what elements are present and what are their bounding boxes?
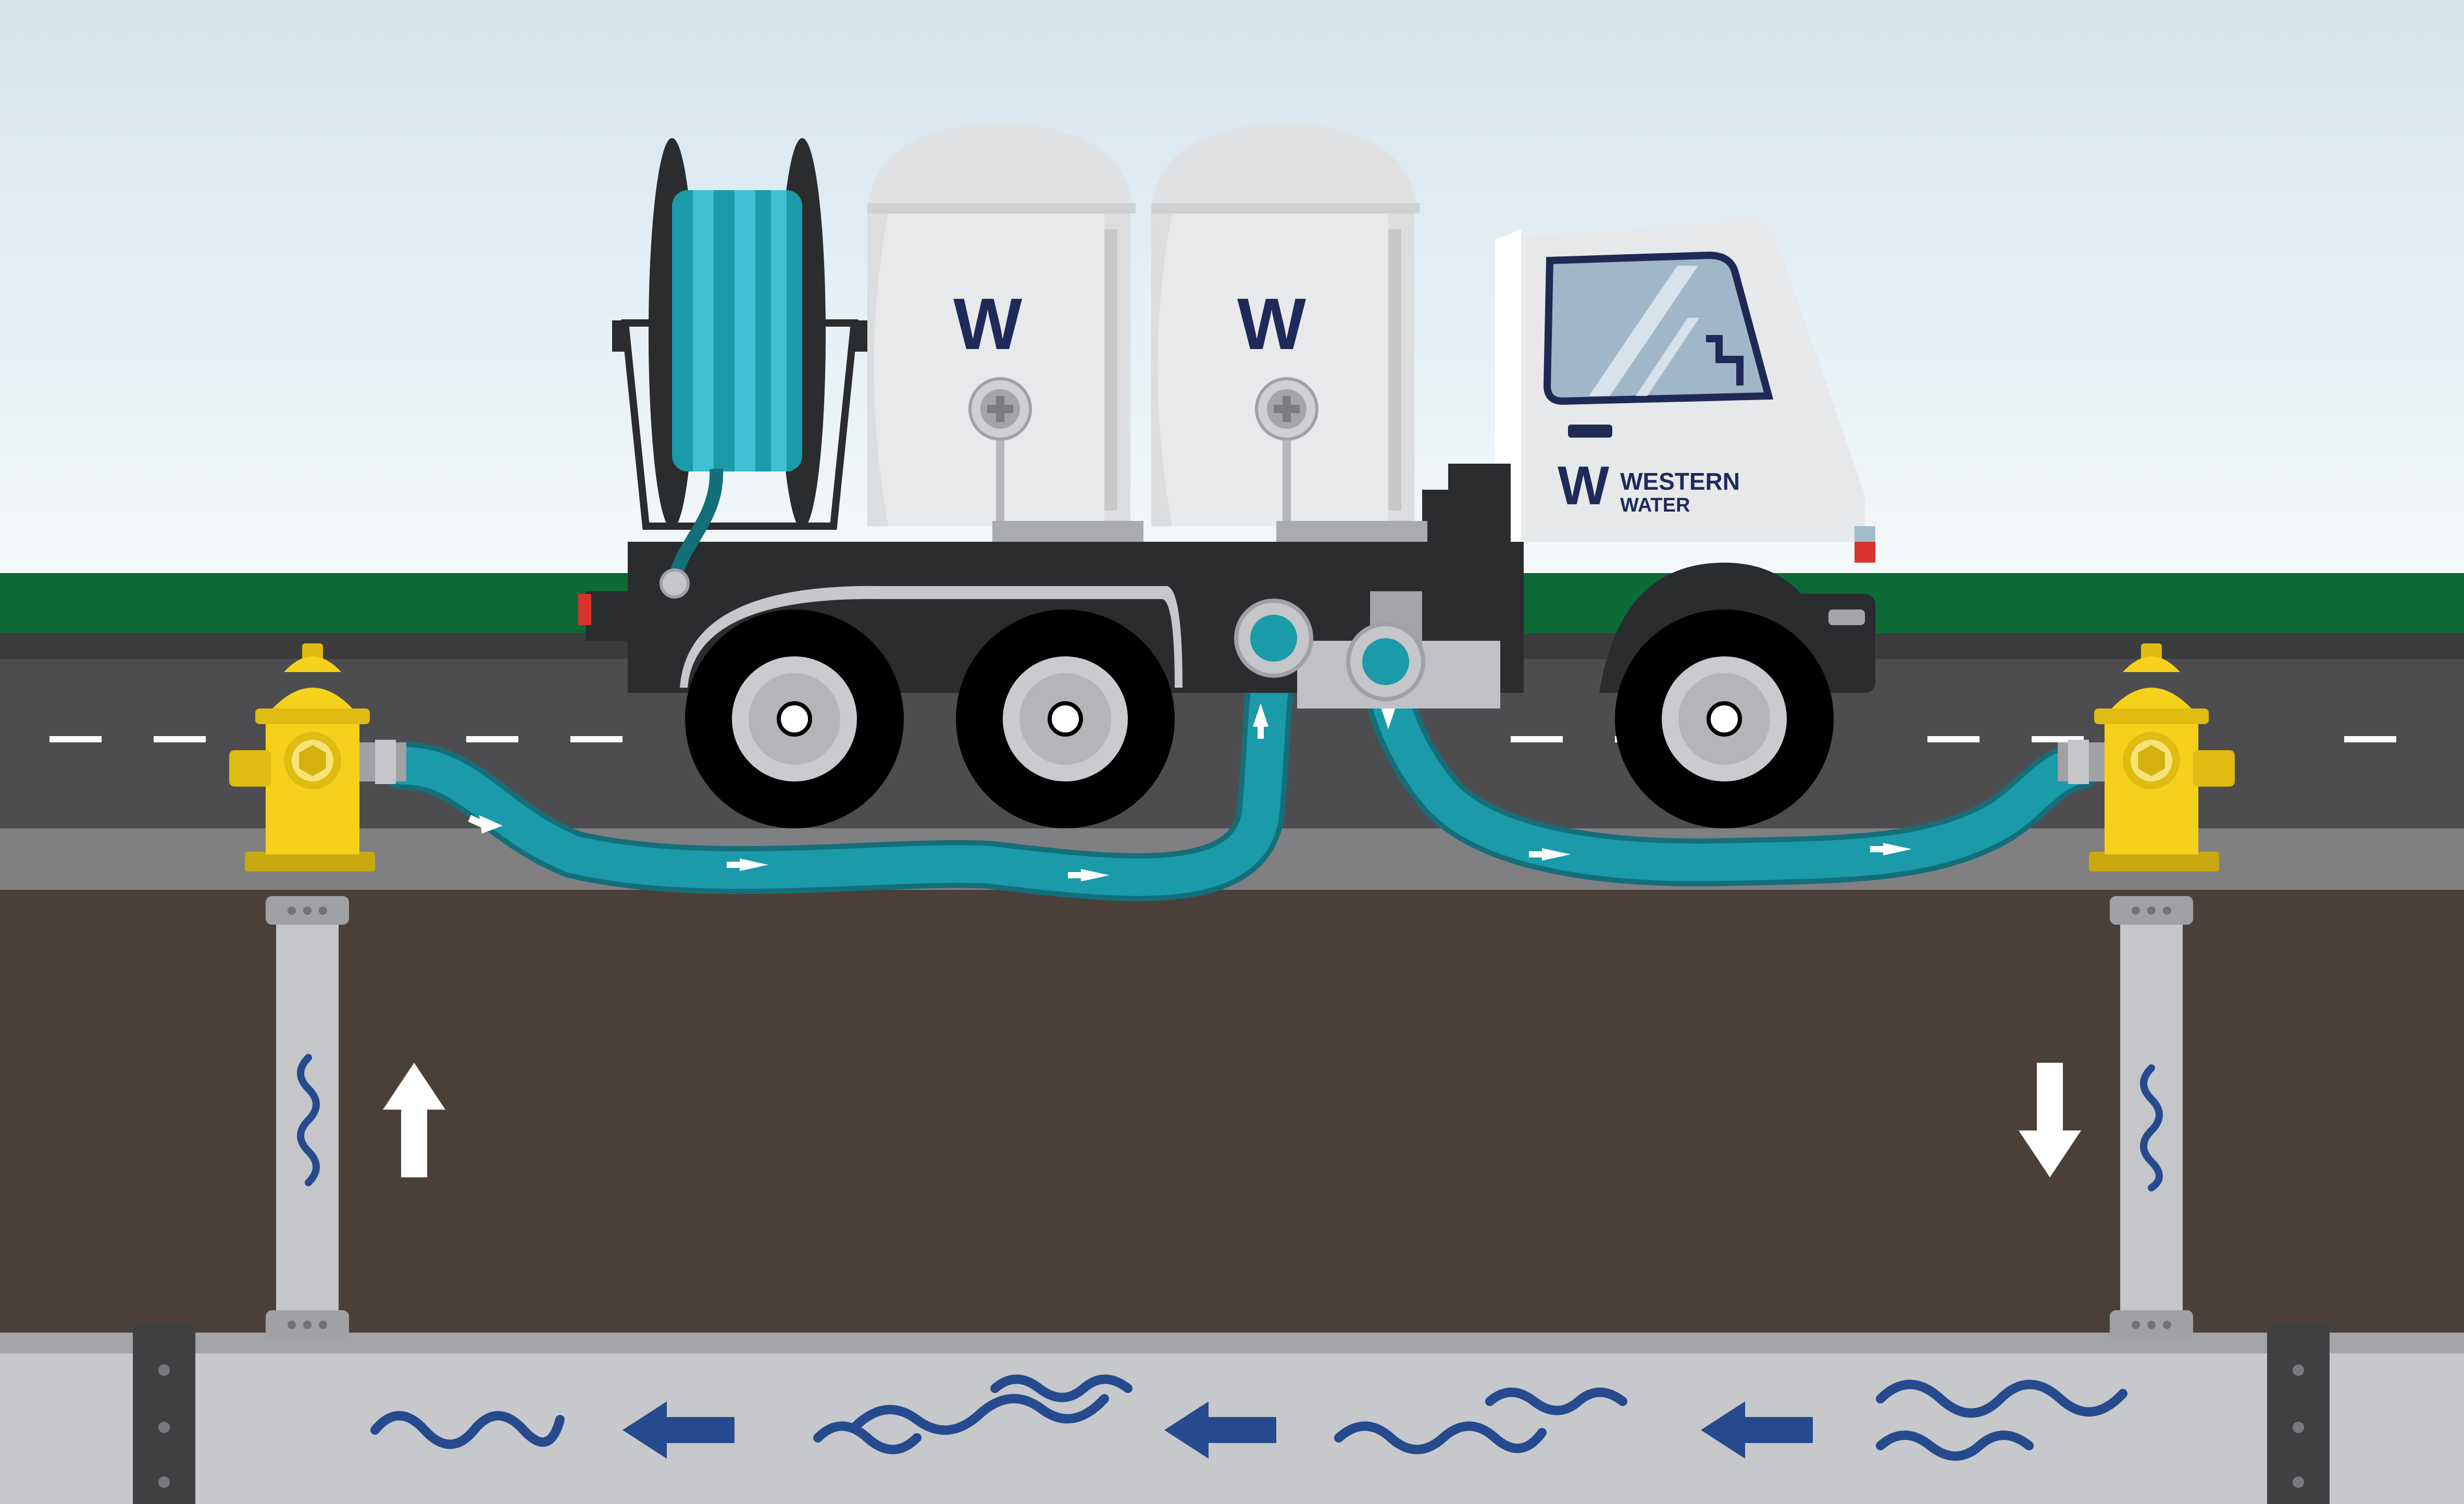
water-tank-2: W [1151, 122, 1427, 542]
fire-hydrant-icon [229, 643, 406, 872]
main-flow-arrows [623, 1401, 1813, 1459]
svg-text:W: W [1558, 455, 1609, 516]
water-tank-1: W [867, 122, 1143, 542]
outlet-valve-port [1346, 622, 1425, 701]
arrow-left-icon [1701, 1401, 1813, 1459]
truck-window [1543, 251, 1774, 405]
riser-water-wave [297, 1054, 320, 1186]
arrow-up-icon [383, 1063, 445, 1177]
western-water-logo: W WESTERN WATER [1558, 455, 1740, 516]
main-water-waves [370, 1374, 2127, 1461]
hose-reel-icon [612, 138, 867, 599]
hose-flow-arrows [468, 693, 1912, 881]
arrow-left-icon [1164, 1401, 1276, 1459]
rear-wheel-2 [956, 610, 1175, 828]
inlet-hose [380, 627, 1298, 901]
pipe-coupling-right [2267, 1323, 2330, 1504]
svg-text:W: W [1237, 283, 1306, 365]
arrow-left-icon [623, 1401, 735, 1459]
svg-text:W: W [953, 283, 1022, 365]
brand-name-line1: WESTERN [1620, 468, 1740, 495]
underground-soil [0, 890, 2464, 1333]
pipe-coupling-left [133, 1323, 195, 1504]
riser-pipe-left [266, 896, 349, 1339]
brand-name-line2: WATER [1620, 494, 1690, 516]
arrow-down-icon [2019, 1063, 2081, 1177]
front-wheel [1615, 610, 1834, 828]
inlet-valve-port [1234, 599, 1313, 678]
rear-wheel-1 [685, 610, 904, 828]
riser-pipe-right [2110, 896, 2193, 1339]
outlet-hose [1357, 627, 2102, 887]
riser-water-wave [2140, 1064, 2163, 1191]
water-truck: W WESTERN WATER W W [578, 122, 1875, 828]
fire-hydrant-icon [2058, 643, 2235, 872]
